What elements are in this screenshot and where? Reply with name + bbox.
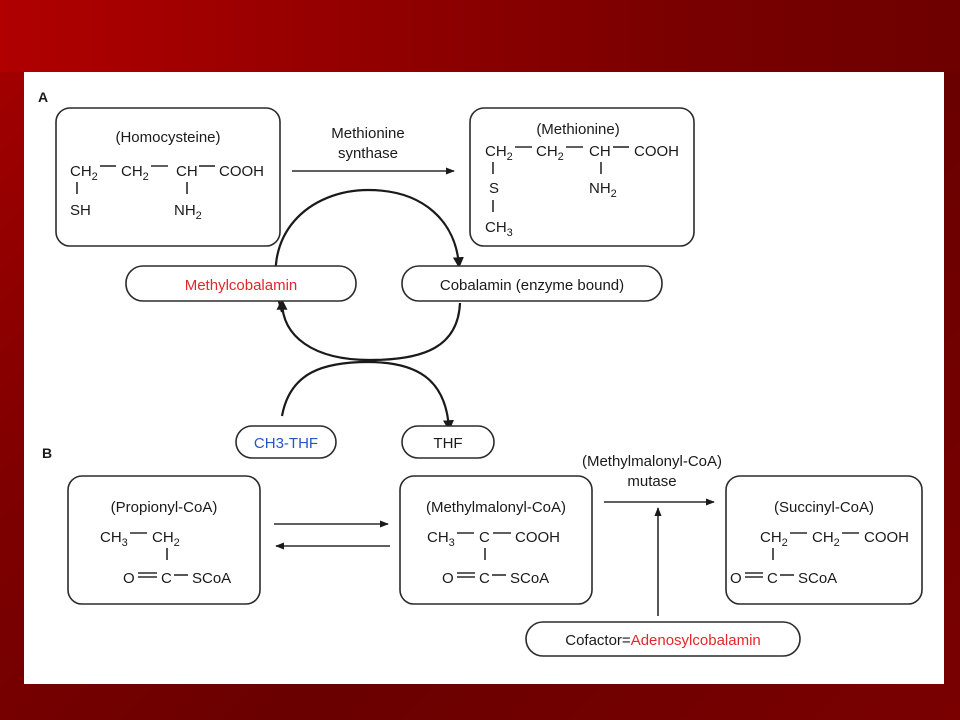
methionine-ch2-2: CH2 (536, 143, 564, 163)
methylcobalamin-label: Methylcobalamin (185, 277, 298, 294)
methionine-ch3: CH3 (485, 219, 513, 239)
mutase-line2: mutase (627, 473, 676, 490)
succinyl-c: C (767, 570, 778, 587)
methionine-s: S (489, 180, 499, 197)
thf-label: THF (433, 435, 462, 452)
panel-label-a: A (38, 89, 48, 105)
succinyl-cooh: COOH (864, 529, 909, 546)
cofactor-pill: Cofactor=Adenosylcobalamin (525, 621, 801, 657)
methionine-ch: CH (589, 143, 611, 160)
propionyl-coa-box: (Propionyl-CoA) CH3 CH2 O C SCoA (67, 475, 261, 605)
thf-cycle-arrow (280, 360, 454, 432)
homocysteine-ch2-2: CH2 (121, 163, 149, 183)
propionyl-scoa: SCoA (192, 570, 231, 587)
methionine-synthase-line2: synthase (338, 145, 398, 162)
methylmalonyl-o: O (442, 570, 454, 587)
homocysteine-nh2: NH2 (174, 202, 202, 222)
title-band (0, 0, 960, 72)
methionine-title: (Methionine) (536, 121, 619, 138)
methylmalonyl-coa-box: (Methylmalonyl-CoA) CH3 C COOH O C SCoA (399, 475, 593, 605)
panel-label-b: B (42, 445, 52, 461)
methionine-ch2-1: CH2 (485, 143, 513, 163)
ch3-thf-label: CH3-THF (254, 435, 318, 452)
homocysteine-ch2-1: CH2 (70, 163, 98, 183)
homocysteine-title: (Homocysteine) (115, 129, 220, 146)
methylmalonyl-c: C (479, 529, 490, 546)
lower-cycle-arrow (276, 298, 462, 362)
homocysteine-ch: CH (176, 163, 198, 180)
succinyl-o: O (730, 570, 742, 587)
succinyl-title: (Succinyl-CoA) (774, 499, 874, 516)
propionyl-o: O (123, 570, 135, 587)
propionyl-ch3: CH3 (100, 529, 128, 549)
methylmalonyl-scoa: SCoA (510, 570, 549, 587)
methionine-cooh: COOH (634, 143, 679, 160)
mutase-line1: (Methylmalonyl-CoA) (582, 453, 722, 470)
propionyl-ch2: CH2 (152, 529, 180, 549)
metabolism-diagram: A (Homocysteine) CH2 CH2 CH COOH SH NH2 … (38, 89, 923, 657)
slide-content: A (Homocysteine) CH2 CH2 CH COOH SH NH2 … (24, 72, 944, 684)
methylmalonyl-c2: C (479, 570, 490, 587)
propionyl-c: C (161, 570, 172, 587)
succinyl-coa-box: (Succinyl-CoA) CH2 CH2 COOH O C SCoA (725, 475, 923, 605)
upper-cycle-arrow (274, 188, 464, 313)
cofactor-label: Cofactor=Adenosylcobalamin (565, 632, 761, 649)
thf-pill: THF (401, 425, 495, 459)
homocysteine-cooh: COOH (219, 163, 264, 180)
propionyl-title: (Propionyl-CoA) (111, 499, 218, 516)
methylmalonyl-cooh: COOH (515, 529, 560, 546)
homocysteine-box: (Homocysteine) CH2 CH2 CH COOH SH NH2 (55, 107, 281, 247)
methylmalonyl-title: (Methylmalonyl-CoA) (426, 499, 566, 516)
methionine-box: (Methionine) CH2 CH2 CH COOH S NH2 CH3 (469, 107, 695, 247)
cobalamin-label: Cobalamin (enzyme bound) (440, 277, 624, 294)
succinyl-ch2-2: CH2 (812, 529, 840, 549)
methionine-nh2: NH2 (589, 180, 617, 200)
ch3-thf-pill: CH3-THF (235, 425, 337, 459)
methionine-synthase-line1: Methionine (331, 125, 404, 142)
cobalamin-pill: Cobalamin (enzyme bound) (401, 265, 663, 302)
homocysteine-sh: SH (70, 202, 91, 219)
succinyl-scoa: SCoA (798, 570, 837, 587)
methylcobalamin-pill: Methylcobalamin (125, 265, 357, 302)
methylmalonyl-ch3: CH3 (427, 529, 455, 549)
succinyl-ch2-1: CH2 (760, 529, 788, 549)
